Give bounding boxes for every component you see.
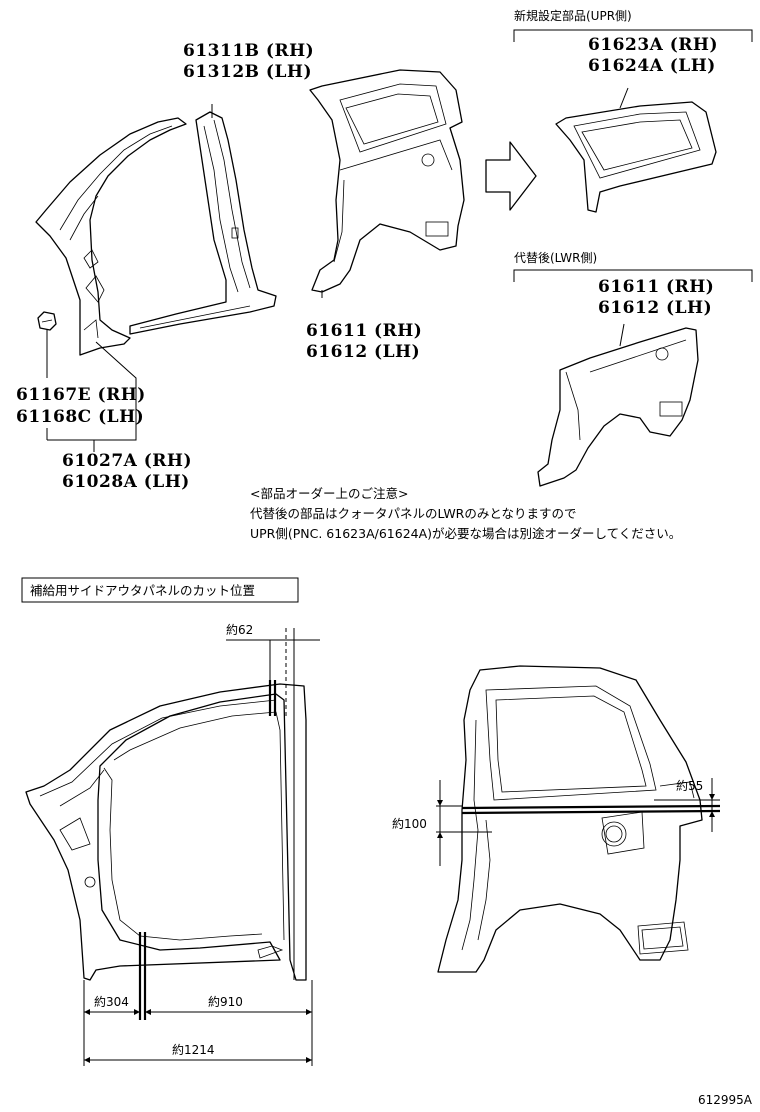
notice-title: <部品オーダー上のご注意> (250, 486, 408, 501)
cut-section-title: 補給用サイドアウタパネルのカット位置 (30, 583, 255, 598)
quarter-upr-drawing (555, 87, 717, 213)
clip-drawing (37, 311, 57, 378)
quarter-upr-lh-label: 61624A (LH) (588, 56, 716, 76)
quarter-panel-drawing-top (309, 69, 465, 298)
quarter-cut-drawing (437, 665, 703, 973)
dim-55-label: 約55 (676, 778, 703, 793)
side-outer-cut-drawing (25, 683, 307, 981)
quarter-lwr-drawing (537, 323, 699, 487)
pillar-inner-rh-label: 61311B (RH) (183, 41, 314, 61)
new-part-upr-label: 新規設定部品(UPR側) (514, 8, 632, 23)
quarter-lwr-top-lh-label: 61612 (LH) (306, 342, 420, 362)
dim-910-label: 約910 (208, 994, 243, 1009)
side-outer-panel-drawing (35, 117, 187, 356)
cut-section-title-box (21, 577, 299, 603)
notice-line-1: 代替後の部品はクォータパネルのLWRのみとなりますので (250, 506, 577, 521)
dim-100-label: 約100 (392, 816, 427, 831)
pillar-inner-drawing (129, 104, 277, 335)
quarter-upr-rh-label: 61623A (RH) (588, 35, 718, 55)
quarter-lwr-right-lh-label: 61612 (LH) (598, 298, 712, 318)
dim-1214-label: 約1214 (172, 1042, 215, 1057)
figure-id: 612995A (698, 1093, 753, 1107)
side-outer-lh-label: 61028A (LH) (62, 472, 190, 492)
clip-rh-label: 61167E (RH) (16, 385, 146, 405)
replacement-lwr-label: 代替後(LWR側) (514, 251, 597, 265)
quarter-lwr-top-rh-label: 61611 (RH) (306, 321, 422, 341)
arrow-icon (485, 141, 537, 211)
clip-lh-label: 61168C (LH) (16, 407, 144, 427)
notice-line-2: UPR側(PNC. 61623A/61624A)が必要な場合は別途オーダーしてく… (250, 526, 681, 541)
quarter-lwr-right-rh-label: 61611 (RH) (598, 277, 714, 297)
side-outer-rh-label: 61027A (RH) (62, 451, 192, 471)
pillar-inner-lh-label: 61312B (LH) (183, 62, 312, 82)
dim-304-label: 約304 (94, 994, 129, 1009)
dim-62-label: 約62 (226, 622, 253, 637)
